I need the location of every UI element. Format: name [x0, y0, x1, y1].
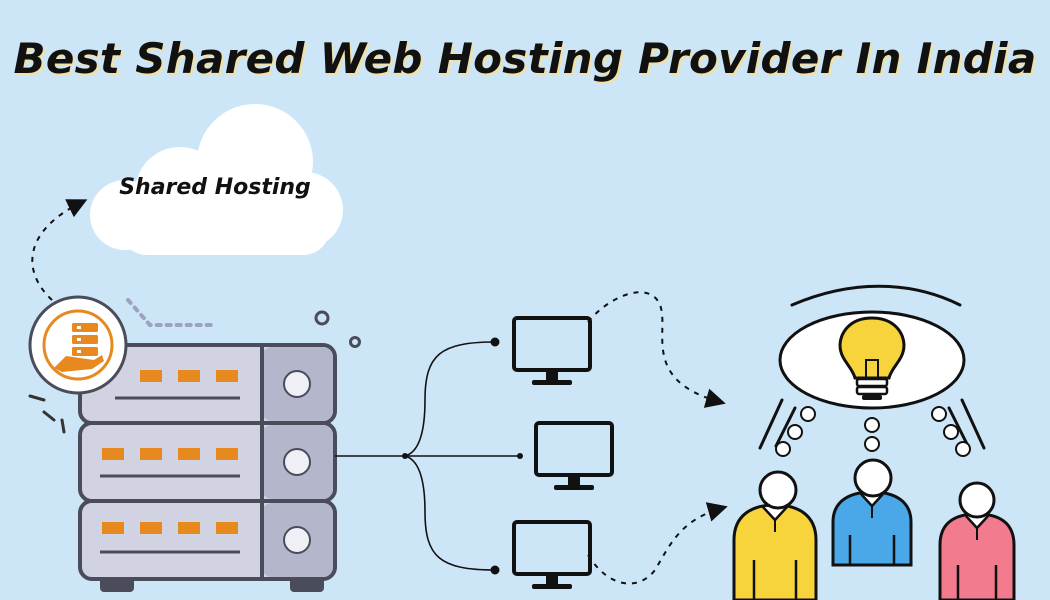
small-ring-2	[349, 336, 361, 348]
server-unit-2	[78, 421, 337, 503]
thought-arc	[790, 284, 962, 307]
network-connectors	[335, 341, 520, 571]
cloud-label: Shared Hosting	[119, 175, 311, 200]
monitor-icon	[534, 421, 614, 490]
badge-to-cloud-arrow	[31, 199, 88, 301]
connector-node-hub	[402, 453, 408, 459]
page-title: Best Shared Web Hosting Provider In Indi…	[13, 34, 1037, 83]
monitor-icon	[512, 316, 592, 385]
person-icon	[831, 458, 913, 567]
cloud-shape	[90, 104, 343, 255]
connector-node-bottom	[490, 565, 500, 575]
server-unit-3	[78, 499, 337, 581]
monitor-to-people-arrow-bottom	[587, 502, 728, 585]
monitor-to-people-arrow-top	[587, 291, 726, 408]
server-rack	[78, 343, 337, 592]
dotted-decoration	[126, 298, 217, 327]
server-hand-icon	[28, 295, 128, 395]
connector-node-top	[490, 337, 500, 347]
thought-dots	[775, 406, 971, 457]
small-ring-1	[314, 310, 330, 326]
person-icon	[732, 470, 818, 600]
lightbulb-icon	[838, 316, 906, 400]
person-icon	[938, 481, 1016, 600]
thought-side-lines	[758, 398, 986, 450]
spark-lines	[28, 394, 66, 434]
connector-node-middle	[517, 453, 523, 459]
monitor-icon	[512, 520, 592, 589]
